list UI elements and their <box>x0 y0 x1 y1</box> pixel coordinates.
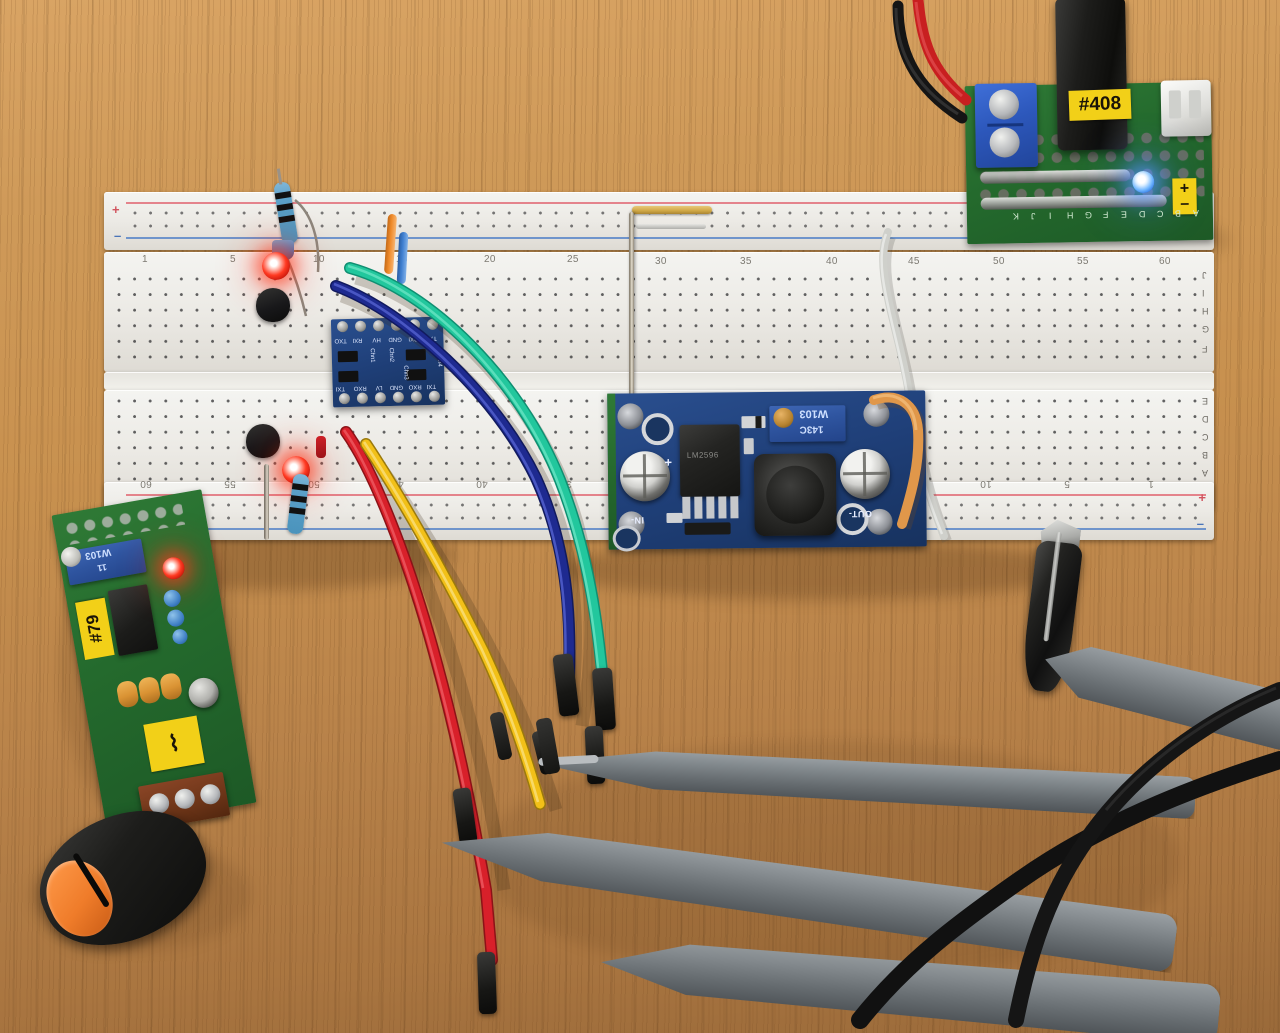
buck-converter-board[interactable]: LM2596 W103 143C IN- OUT- + <box>607 390 927 552</box>
buck-trimpot[interactable]: W103 143C <box>769 405 846 442</box>
buck-silkscreen-in: IN- <box>630 515 645 526</box>
green-module-top-right[interactable]: #408 + – A B C D E F G H I J K <box>964 0 1214 245</box>
rail-plus-mark-bottom-right: + <box>1198 490 1206 505</box>
left-trimpot-label-top: W103 <box>84 545 112 562</box>
rail-minus-mark-bottom-right: – <box>1196 516 1204 531</box>
left-module-trimpot[interactable]: W103 11 <box>59 538 147 586</box>
dupont-boot-red-end[interactable] <box>476 951 498 1015</box>
red-lead-cap-lower <box>316 436 326 458</box>
jumper-staple-wire[interactable] <box>636 224 706 229</box>
shadow-breadboard-right <box>560 540 1080 600</box>
label-yellow-tape-lower: ⌇ <box>143 715 205 773</box>
buck-ic-marking: LM2596 <box>686 450 719 460</box>
rail-minus-mark-top-left: – <box>114 228 122 243</box>
buck-silkscreen-plus: + <box>663 454 673 471</box>
breadboard-center-channel <box>104 372 1214 390</box>
white-jst-connector[interactable] <box>1160 79 1212 137</box>
label-408: #408 <box>1068 88 1132 121</box>
dip8-ic <box>107 584 159 657</box>
buck-trimpot-label-bottom: 143C <box>799 423 824 435</box>
buck-trimpot-label-top: W103 <box>799 407 829 420</box>
left-trimpot-label-bottom: 11 <box>96 561 108 574</box>
bare-wire-vertical[interactable] <box>629 212 634 534</box>
probe-2-ground-boot[interactable] <box>489 711 513 761</box>
transistor-lower <box>246 424 280 458</box>
red-led-upper <box>262 252 290 280</box>
rail-plus-mark-top-left: + <box>112 202 120 217</box>
dupont-boot-navy[interactable] <box>552 653 580 717</box>
jumper-tan[interactable] <box>632 206 712 214</box>
black-cylinder-component <box>1055 0 1128 151</box>
level-shifter-board[interactable]: TXO RXI HV GND RXI TXO Chn1 Chn2 Chn3 Ch… <box>330 316 446 408</box>
transistor-upper <box>256 288 290 322</box>
bare-lead-lower <box>264 464 269 540</box>
left-module-red-led <box>160 555 187 581</box>
terminal-block-green-module[interactable] <box>974 82 1039 168</box>
polarity-minus: – <box>1180 195 1190 213</box>
oscilloscope-probe-4[interactable] <box>1033 622 1280 770</box>
polarity-plus: + <box>1179 180 1190 198</box>
dupont-boot-teal[interactable] <box>591 667 617 731</box>
label-79: #79 <box>75 597 115 660</box>
breadboard-upper-field[interactable] <box>104 252 1214 372</box>
buck-silkscreen-out: OUT- <box>848 508 873 520</box>
